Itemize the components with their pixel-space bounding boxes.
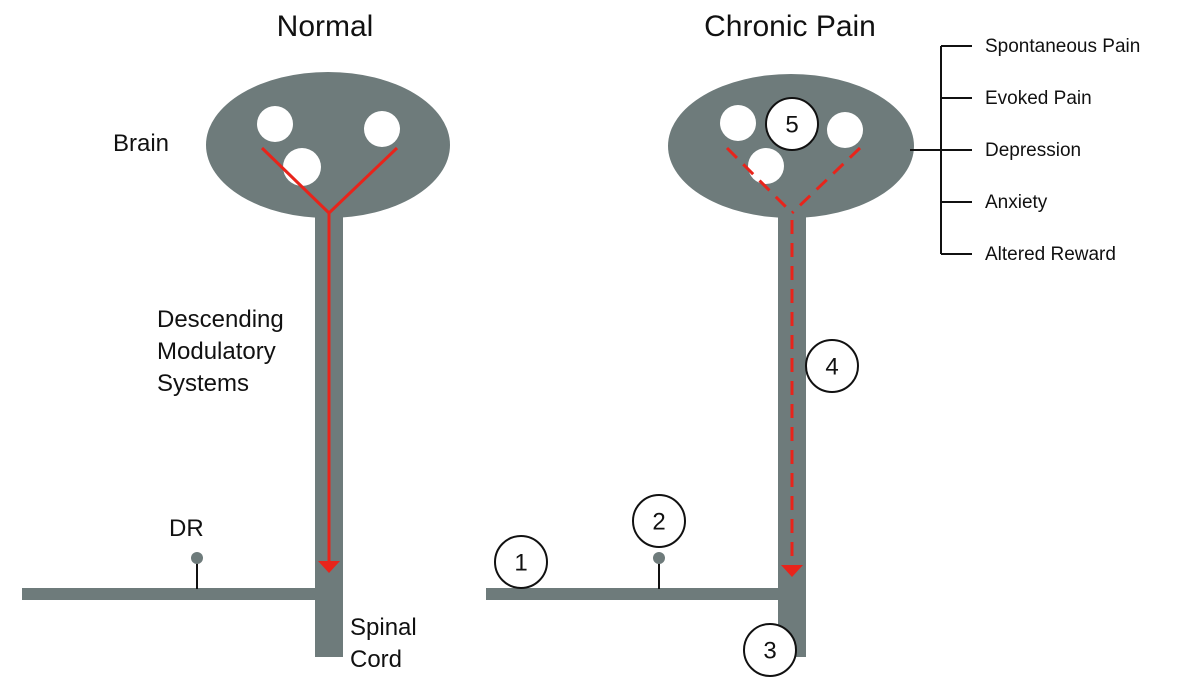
chronic-brain-nucleus-right [827,112,863,148]
marker-1: 1 [494,535,548,589]
chronic-dr-ganglion [653,552,665,564]
outcome-evoked-pain: Evoked Pain [985,88,1092,109]
brain-label: Brain [113,130,169,157]
spinal-label-line-1: Spinal [350,614,417,641]
marker-4-label: 4 [825,354,838,381]
marker-3-label: 3 [763,638,776,665]
normal-brain [206,72,450,218]
marker-2-label: 2 [652,509,665,536]
descending-label-line-3: Systems [157,370,249,397]
normal-pathway-arrowhead [318,561,340,573]
chronic-pathway-arrowhead [781,565,803,577]
descending-label-line-2: Modulatory [157,338,276,365]
marker-5: 5 [765,97,819,151]
normal-panel: Normal Brain Descending Modulatory Syste… [22,10,450,673]
chronic-brain-nucleus-center [748,148,784,184]
marker-3: 3 [743,623,797,677]
outcome-altered-reward: Altered Reward [985,244,1116,265]
outcome-depression: Depression [985,140,1081,161]
normal-nerve [22,588,322,600]
chronic-pathway-right-branch [790,146,862,215]
outcome-spontaneous-pain: Spontaneous Pain [985,36,1140,57]
marker-5-label: 5 [785,112,798,139]
dr-label: DR [169,515,204,542]
normal-brain-nucleus-center [283,148,321,186]
chronic-brain-nucleus-left [720,105,756,141]
normal-title: Normal [277,10,374,43]
outcome-bracket [910,45,972,255]
chronic-nerve [486,588,786,600]
marker-2: 2 [632,494,686,548]
chronic-title: Chronic Pain [704,10,876,43]
normal-pathway-right-branch [327,146,399,215]
marker-1-label: 1 [514,550,527,577]
normal-pathway-left-branch [260,146,331,215]
marker-4: 4 [805,339,859,393]
normal-brain-nucleus-left [257,106,293,142]
normal-dr-ganglion [191,552,203,564]
descending-label-line-1: Descending [157,306,284,333]
outcome-anxiety: Anxiety [985,192,1048,213]
chronic-pathway-left-branch [725,146,794,215]
spinal-label-line-2: Cord [350,646,402,673]
chronic-panel: Chronic Pain 1 2 3 4 [486,10,1140,677]
normal-brain-nucleus-right [364,111,400,147]
